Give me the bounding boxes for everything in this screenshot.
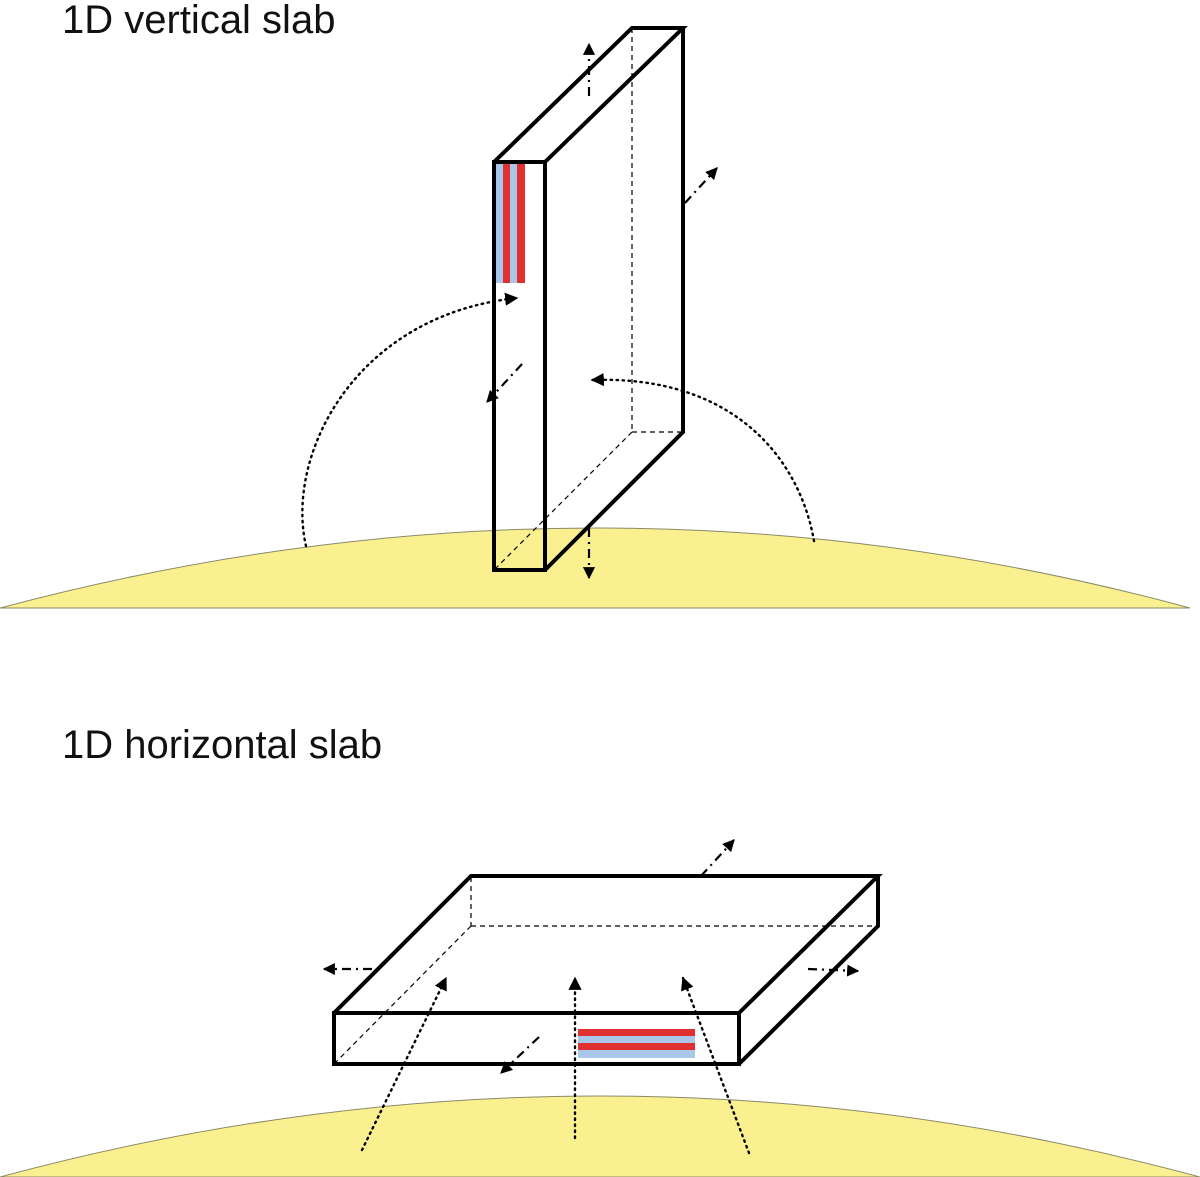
vertical-slab-hidden-edges xyxy=(493,28,683,571)
curved-arrow-left xyxy=(301,292,519,548)
vertical-slab-outline xyxy=(492,26,688,572)
horizontal-slab-outline xyxy=(332,874,883,1066)
arrow-down-left-horizontal xyxy=(500,1036,540,1074)
ground-surface-bottom xyxy=(0,1095,1200,1177)
ray-right xyxy=(681,976,751,1155)
horizontal-slab-layers xyxy=(578,1029,695,1058)
arrow-right-horizontal xyxy=(807,964,860,977)
arrow-right-vertical xyxy=(684,167,718,204)
vertical-slab-title: 1D vertical slab xyxy=(62,0,336,42)
arrow-up-right-horizontal xyxy=(700,839,735,877)
horizontal-slab-title: 1D horizontal slab xyxy=(62,723,383,767)
ground-surface-top xyxy=(0,527,1191,609)
vertical-slab-layers xyxy=(496,163,525,283)
arrow-left-vertical xyxy=(486,363,523,403)
ray-left xyxy=(360,976,448,1152)
curved-arrow-right xyxy=(590,372,816,543)
horizontal-slab-hidden-edges xyxy=(334,877,877,1064)
